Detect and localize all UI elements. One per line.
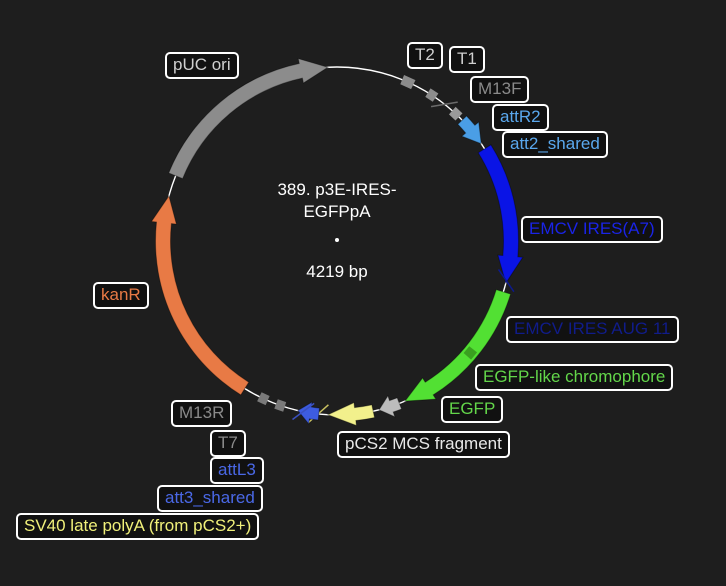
label-kanr[interactable]: kanR (93, 282, 149, 309)
plasmid-name-line1: 389. p3E-IRES- (277, 180, 397, 199)
feature-emcv-ires (477, 144, 524, 285)
feature-pcs2-mcs (378, 394, 403, 418)
label-emcv-ires-aug[interactable]: EMCV IRES AUG 11 (506, 316, 679, 343)
label-attl3[interactable]: attL3 (210, 457, 264, 484)
feature-egfp-chromophore (463, 346, 478, 360)
label-t1[interactable]: T1 (449, 46, 485, 73)
feature-sv40-polya (326, 401, 376, 427)
label-t2[interactable]: T2 (407, 42, 443, 69)
label-puc-ori[interactable]: pUC ori (165, 52, 239, 79)
plasmid-size: 4219 bp (306, 262, 368, 281)
feature-attr2 (457, 115, 482, 145)
feature-kanr (150, 194, 250, 396)
feature-attl3 (297, 401, 320, 426)
label-att3-shared[interactable]: att3_shared (157, 485, 263, 512)
label-sv40-polya[interactable]: SV40 late polyA (from pCS2+) (16, 513, 260, 540)
center-dot (333, 236, 341, 244)
feature-t1 (425, 88, 439, 102)
label-pcs2-mcs[interactable]: pCS2 MCS fragment (337, 431, 510, 458)
label-att2-shared[interactable]: att2_shared (502, 131, 608, 158)
feature-t2 (400, 75, 416, 90)
label-emcv-ires-a7[interactable]: EMCV IRES(A7) (521, 216, 663, 243)
label-m13r[interactable]: M13R (171, 400, 233, 427)
feature-att3-shared (292, 402, 315, 421)
label-attr2[interactable]: attR2 (492, 104, 549, 131)
feature-attr2-mark (448, 106, 463, 121)
feature-puc-ori (168, 57, 330, 180)
feature-emcv-aug (497, 269, 515, 293)
plasmid-name-line2: EGFPpA (303, 202, 371, 221)
label-egfp[interactable]: EGFP (441, 396, 504, 423)
label-m13f[interactable]: M13F (470, 76, 530, 103)
label-egfp-chromophore[interactable]: EGFP-like chromophore (475, 364, 674, 391)
feature-egfp (403, 289, 512, 402)
feature-m13r (257, 392, 270, 406)
feature-m13f (430, 101, 458, 108)
feature-t7 (274, 399, 287, 412)
label-t7[interactable]: T7 (210, 430, 246, 457)
